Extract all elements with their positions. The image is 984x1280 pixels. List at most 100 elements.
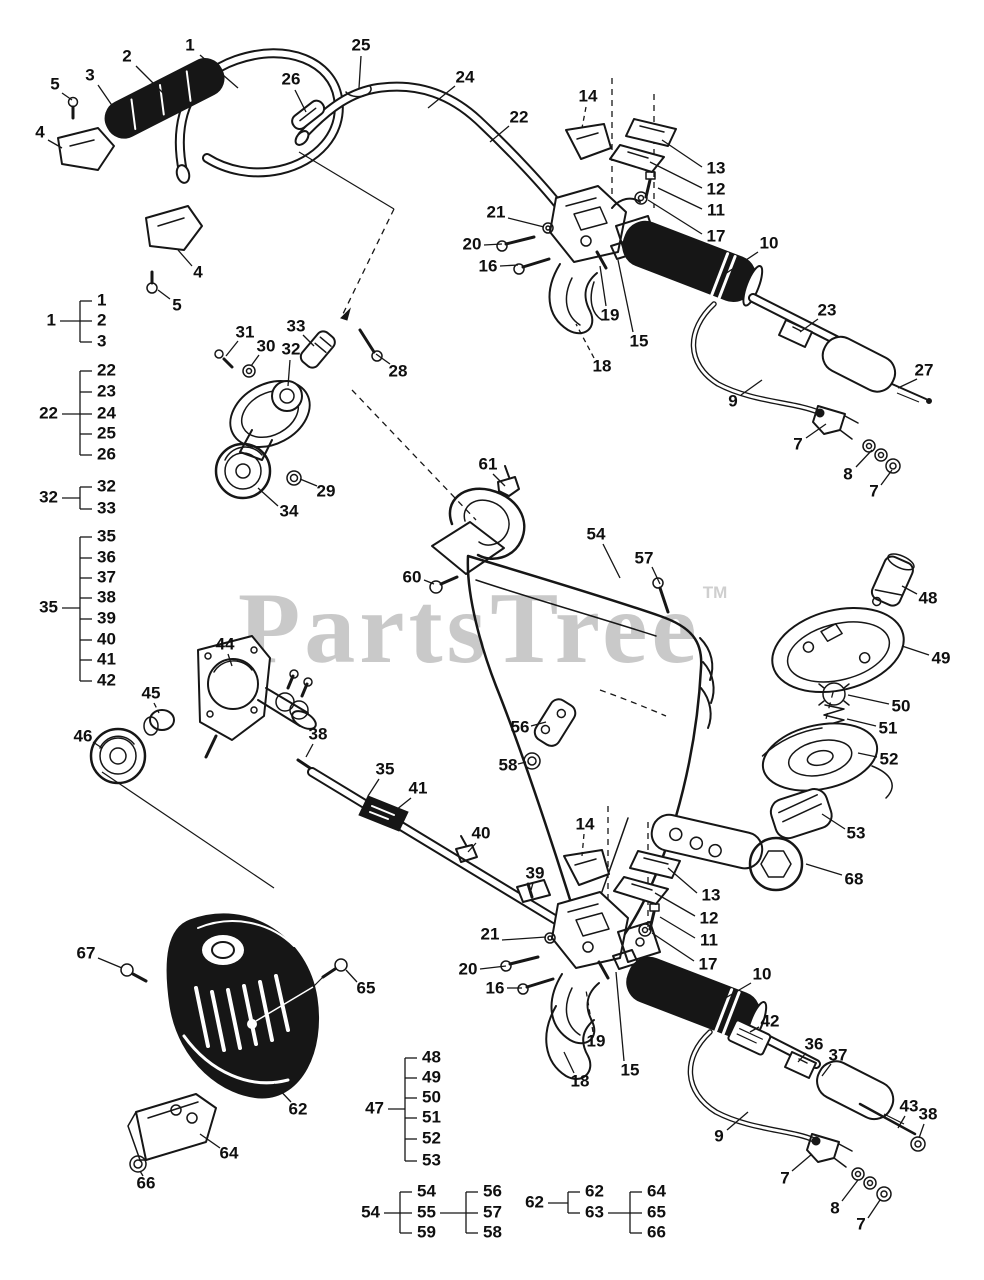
part-number-7: 7: [780, 1168, 789, 1187]
part-number-37: 37: [829, 1045, 848, 1064]
part-number-50: 50: [892, 696, 911, 715]
part-number-18: 18: [593, 356, 612, 375]
part-20-screw-lower: [508, 955, 540, 966]
clamp-mark-25: [345, 85, 372, 98]
part-19-rod-lower: [597, 960, 610, 980]
leader-line: [740, 379, 763, 396]
leader-line: [530, 882, 534, 891]
part-49-cover: [771, 606, 905, 694]
part-66-nut: [129, 1155, 147, 1173]
part-number-17: 17: [699, 954, 718, 973]
part-52-spool: [761, 722, 879, 792]
part-number-11: 11: [707, 200, 725, 219]
leader-line: [649, 161, 703, 189]
handlebar-assembly: [57, 48, 344, 294]
part-number-8: 8: [843, 464, 852, 483]
part-number-15: 15: [630, 331, 649, 350]
leader-line: [153, 702, 160, 714]
part-37-housing: [816, 1060, 895, 1121]
part-number-38: 38: [309, 724, 328, 743]
part-41-decal: [358, 795, 409, 832]
leader-line: [427, 85, 456, 109]
part-13-plate: [625, 118, 677, 147]
group-label-47: 47: [365, 1098, 384, 1117]
handle-grip: [104, 58, 225, 139]
handle-clamp-upper: [57, 127, 115, 171]
part-31-bolt: [214, 349, 224, 359]
part-number-12: 12: [700, 908, 719, 927]
leader-line: [651, 932, 695, 962]
leader-line: [821, 813, 846, 830]
group-part-number-62: 62: [585, 1181, 604, 1200]
leader-line: [797, 1052, 807, 1063]
part-number-48: 48: [919, 588, 938, 607]
part-39-clip: [516, 879, 551, 903]
part-17-nut-lower: [638, 923, 652, 937]
group-part-number-38: 38: [97, 587, 116, 606]
part-48-knob: [870, 553, 915, 607]
foam-grip-upper: [622, 220, 764, 307]
leader-line: [287, 359, 291, 387]
part-67-screw: [120, 963, 134, 977]
group-part-number-3: 3: [97, 331, 106, 350]
leader-line: [855, 449, 873, 468]
part-number-16: 16: [479, 256, 498, 275]
group-part-number-55: 55: [417, 1202, 436, 1221]
part-number-22: 22: [510, 107, 529, 126]
leader-line: [225, 340, 239, 357]
leader-line: [517, 761, 527, 765]
leader-line: [602, 543, 621, 579]
part-number-38: 38: [919, 1104, 938, 1123]
part-number-10: 10: [753, 964, 772, 983]
part-number-56: 56: [511, 717, 530, 736]
part-number-12: 12: [707, 179, 726, 198]
part-number-15: 15: [621, 1060, 640, 1079]
handle-clamp-lower: [145, 205, 203, 251]
part-60-screw: [439, 575, 459, 586]
leader-line: [489, 125, 510, 143]
leader-line: [273, 1083, 292, 1103]
part-number-43: 43: [900, 1096, 919, 1115]
part-40-clip: [455, 844, 478, 863]
part-13-plate-lower: [629, 850, 681, 879]
part-number-17: 17: [707, 226, 726, 245]
leader-line: [499, 264, 519, 267]
part-7-fork-lower: [806, 1133, 840, 1163]
group-label-22: 22: [39, 403, 58, 422]
part-number-51: 51: [879, 718, 898, 737]
part-38-nut: [910, 1136, 926, 1152]
leader-line: [585, 989, 594, 1033]
leader-line: [805, 423, 827, 439]
part-number-13: 13: [707, 158, 726, 177]
part-number-7: 7: [856, 1214, 865, 1233]
part-group-lists: 1231222324252622323332353637383940414235…: [39, 290, 666, 1241]
leader-line: [507, 217, 545, 228]
leader-line: [661, 139, 703, 168]
group-part-number-35: 35: [97, 526, 116, 545]
part-number-8: 8: [830, 1198, 839, 1217]
group-label-32: 32: [39, 487, 58, 506]
part-number-20: 20: [463, 234, 482, 253]
leader-line: [647, 199, 703, 235]
leader-line: [61, 92, 73, 101]
hanger-bracket: [429, 465, 526, 594]
part-14-wedge: [565, 123, 612, 160]
part-16-screw-lower: [525, 977, 555, 989]
group-part-number-63: 63: [585, 1202, 604, 1221]
part-number-25: 25: [352, 35, 371, 54]
part-number-40: 40: [472, 823, 491, 842]
leader-line: [847, 694, 890, 705]
part-57-screw: [658, 586, 670, 614]
group-label-54: 54: [361, 1202, 380, 1221]
part-number-54: 54: [587, 524, 606, 543]
part-number-31: 31: [236, 322, 255, 341]
part-number-19: 19: [601, 305, 620, 324]
leader-line: [299, 478, 318, 487]
leader-line: [530, 721, 547, 727]
part-number-24: 24: [456, 67, 475, 86]
part-number-5: 5: [50, 74, 59, 93]
part-64-bracket: [135, 1093, 217, 1161]
